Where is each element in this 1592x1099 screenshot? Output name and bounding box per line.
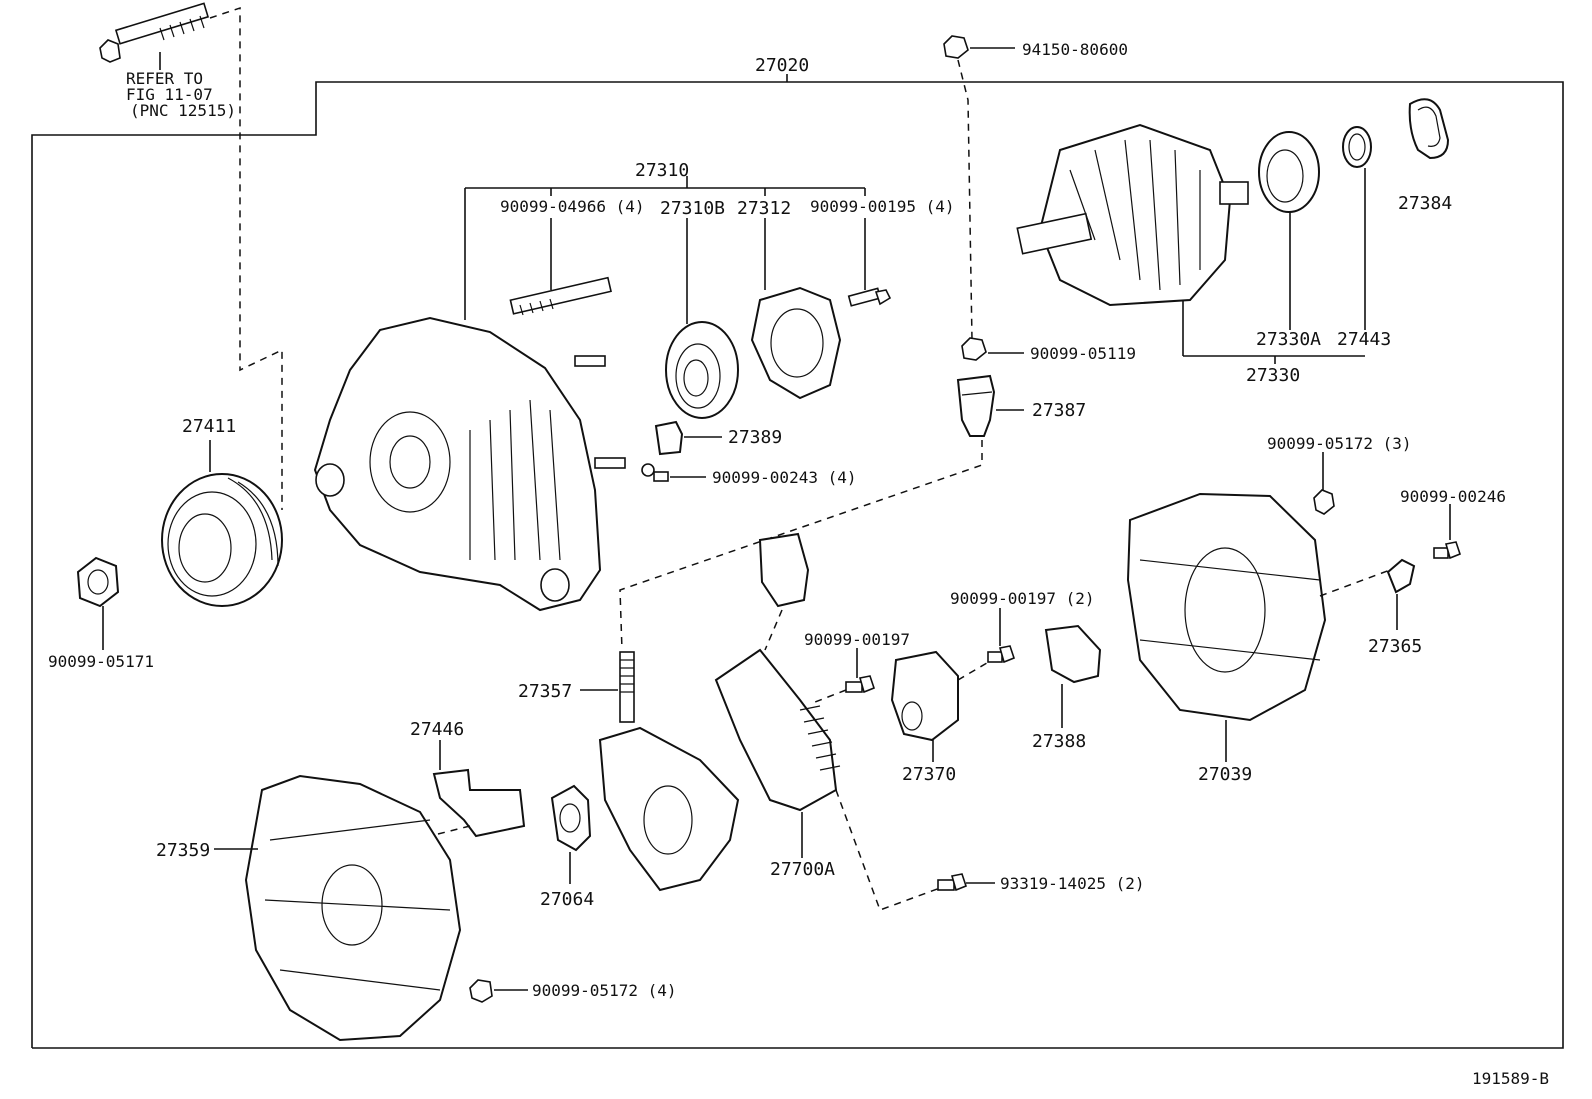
label-27411: 27411 xyxy=(182,416,236,437)
label-27387: 27387 xyxy=(1032,400,1086,421)
label-90099-00197-2: 90099-00197 (2) xyxy=(950,589,1095,608)
cover-27384-icon xyxy=(1408,98,1450,160)
label-90099-00195: 90099-00195 (4) xyxy=(810,197,955,216)
nut-90099-05172-3-icon xyxy=(1313,452,1335,515)
refer-text-line1: REFER TO xyxy=(126,69,203,88)
label-90099-04966: 90099-04966 (4) xyxy=(500,197,645,216)
drive-end-frame-housing-icon xyxy=(313,316,626,612)
washer-27443-icon xyxy=(1342,126,1372,330)
retainer-plate-27312-icon xyxy=(750,218,842,400)
label-27370: 27370 xyxy=(902,764,956,785)
label-93319-14025: 93319-14025 (2) xyxy=(1000,874,1145,893)
refer-text-line2: FIG 11-07 xyxy=(126,85,213,104)
bearing-27330A-icon xyxy=(1258,131,1320,330)
assembly-frame xyxy=(31,74,1564,1049)
bracket-27310 xyxy=(464,176,866,320)
screw-90099-00243-icon xyxy=(641,463,706,482)
label-27384: 27384 xyxy=(1398,193,1452,214)
nut-90099-05172-4-icon xyxy=(469,979,528,1003)
label-27039: 27039 xyxy=(1198,764,1252,785)
terminal-insulator-27387-icon xyxy=(619,374,1024,651)
label-90099-05171: 90099-05171 xyxy=(48,652,154,671)
nut-94150-80600-icon xyxy=(943,35,1015,341)
label-27365: 27365 xyxy=(1368,636,1422,657)
rotor-assembly-27330-icon xyxy=(1016,123,1249,356)
label-27388: 27388 xyxy=(1032,731,1086,752)
label-90099-00243: 90099-00243 (4) xyxy=(712,468,857,487)
label-90099-05172-4: 90099-05172 (4) xyxy=(532,981,677,1000)
terminal-27370-icon xyxy=(890,650,993,762)
label-27310B: 27310B xyxy=(660,198,725,219)
refer-bolt-icon xyxy=(99,2,210,70)
bearing-27310B-icon xyxy=(665,218,739,419)
label-90099-00246: 90099-00246 xyxy=(1400,487,1506,506)
refer-text-line3: (PNC 12515) xyxy=(130,101,236,120)
label-27700A: 27700A xyxy=(770,859,835,880)
label-27446: 27446 xyxy=(410,719,464,740)
stud-bolt-icon xyxy=(509,218,612,316)
screw-93319-14025-icon xyxy=(937,873,995,892)
label-27330: 27330 xyxy=(1246,365,1300,386)
screw-90099-00246-icon xyxy=(1433,504,1461,560)
label-90099-05119: 90099-05119 xyxy=(1030,344,1136,363)
label-27020: 27020 xyxy=(755,55,809,76)
plate-27446-icon xyxy=(429,740,526,838)
pulley-27411-icon xyxy=(161,440,283,607)
refer-leader-dashed xyxy=(209,6,283,510)
screw-90099-00197-2-icon xyxy=(987,608,1015,664)
rear-end-cover-27039-icon xyxy=(1126,492,1391,762)
screw-90099-00197-icon xyxy=(809,648,875,705)
label-90099-05172-3: 90099-05172 (3) xyxy=(1267,434,1412,453)
label-94150-80600: 94150-80600 xyxy=(1022,40,1128,59)
label-27330A: 27330A xyxy=(1256,329,1321,350)
rear-end-frame-27359-icon xyxy=(214,774,462,1042)
label-27443: 27443 xyxy=(1337,329,1391,350)
label-27389: 27389 xyxy=(728,427,782,448)
diagram-code: 191589-B xyxy=(1472,1069,1549,1088)
seal-27064-icon xyxy=(550,784,592,884)
cover-27388-icon xyxy=(1044,624,1102,728)
label-90099-00197: 90099-00197 xyxy=(804,630,910,649)
label-27312: 27312 xyxy=(737,198,791,219)
label-27357: 27357 xyxy=(518,681,572,702)
label-27064: 27064 xyxy=(540,889,594,910)
label-27310: 27310 xyxy=(635,160,689,181)
brush-holder-27357-icon xyxy=(580,651,740,892)
screw-90099-00195-icon xyxy=(847,218,892,307)
nut-90099-05119-icon xyxy=(961,337,1024,361)
bushing-27365-icon xyxy=(1386,558,1416,630)
label-27359: 27359 xyxy=(156,840,210,861)
regulator-27700A-icon xyxy=(714,532,941,911)
insulator-27389-icon xyxy=(654,420,722,456)
nut-90099-05171-icon xyxy=(76,556,120,650)
